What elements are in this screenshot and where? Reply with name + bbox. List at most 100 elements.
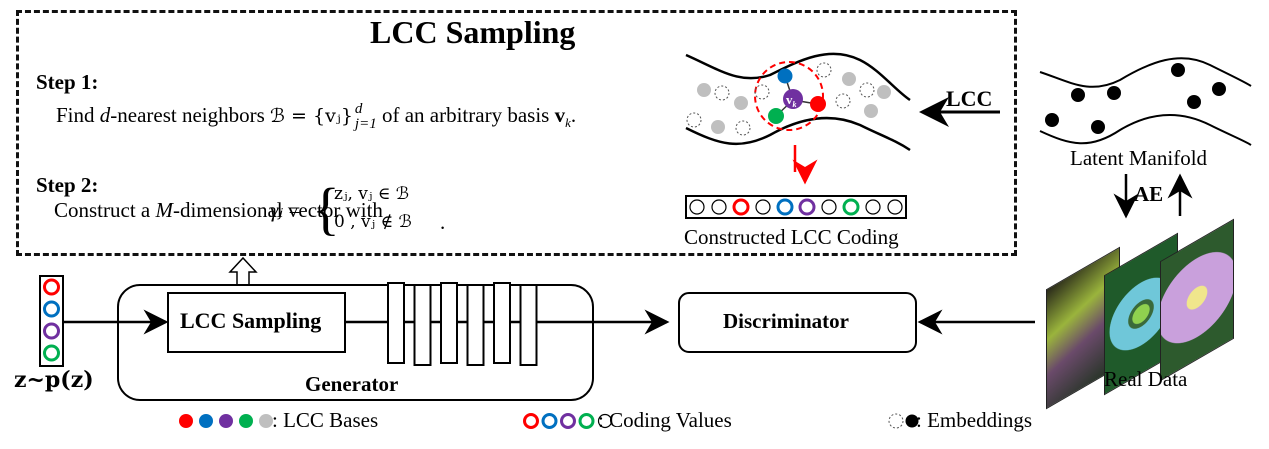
step2-gamma: γⱼ = bbox=[270, 198, 302, 222]
real-data-label: Real Data bbox=[1104, 367, 1188, 391]
z-slot-green bbox=[43, 344, 60, 362]
coding-vector bbox=[685, 195, 907, 219]
center-basis-vk bbox=[783, 89, 803, 109]
generator-label: Generator bbox=[305, 372, 399, 396]
step1-sub: j=1 bbox=[354, 116, 377, 132]
coding-label: Constructed LCC Coding bbox=[684, 225, 899, 249]
embedding-dot bbox=[1091, 120, 1105, 134]
step1-basis-sub: k bbox=[565, 115, 571, 130]
coding-slot-empty bbox=[887, 199, 903, 215]
legend-basis-green bbox=[239, 414, 253, 428]
blue-basis bbox=[777, 68, 793, 84]
legend-coding-blue bbox=[541, 413, 558, 429]
coding-slot-empty bbox=[865, 199, 881, 215]
z-vector bbox=[39, 275, 64, 367]
hollow-up-arrow bbox=[228, 256, 258, 286]
dashed-embedding bbox=[816, 62, 832, 78]
red-basis bbox=[810, 96, 826, 112]
gray-basis bbox=[864, 104, 878, 118]
dashed-embedding bbox=[714, 85, 730, 101]
step2-pre: Construct a bbox=[54, 198, 156, 222]
lcc-arrow-label: LCC bbox=[946, 86, 993, 111]
generator-layer bbox=[387, 282, 405, 364]
discriminator-frame bbox=[678, 292, 917, 353]
generator-frame bbox=[117, 284, 594, 401]
manifold-lower-edge bbox=[685, 116, 911, 152]
dashed-embedding bbox=[859, 82, 875, 98]
embedding-dot bbox=[1212, 82, 1226, 96]
step2-text: Construct a M-dimensional vector with bbox=[54, 198, 383, 223]
step2-case1: zⱼ, vⱼ ∈ ℬ bbox=[334, 184, 410, 204]
lcc-sampling-block bbox=[167, 292, 346, 353]
latent-manifold-label: Latent Manifold bbox=[1070, 146, 1208, 170]
legend-coding-purple bbox=[560, 413, 576, 429]
legend-embedding-dashed bbox=[888, 413, 904, 429]
neighborhood-circle bbox=[754, 61, 824, 131]
latent-lower-edge bbox=[1039, 114, 1252, 146]
legend-embedding-filled bbox=[905, 414, 919, 428]
legend-coding-green bbox=[578, 413, 595, 429]
z-slot-purple bbox=[43, 322, 60, 340]
step2-var-m: M bbox=[155, 198, 173, 222]
gray-basis bbox=[877, 85, 891, 99]
step1-formula: ℬ = {vⱼ} bbox=[270, 104, 353, 127]
generator-layers bbox=[387, 282, 538, 366]
z-label: z~p(z) bbox=[14, 367, 94, 393]
gray-basis bbox=[711, 120, 725, 134]
sampling-manifold: vk bbox=[685, 52, 911, 152]
legend-lcc-bases: : LCC Bases bbox=[272, 408, 379, 432]
vk-label: vk bbox=[786, 92, 797, 109]
dashed-embedding bbox=[754, 84, 770, 100]
coding-slot-blue bbox=[776, 198, 794, 216]
coding-slot-empty bbox=[821, 199, 837, 215]
discriminator-label: Discriminator bbox=[723, 309, 849, 333]
generator-layer bbox=[413, 284, 432, 366]
step2-case2: 0 , vⱼ ∉ ℬ bbox=[334, 212, 412, 232]
latent-upper-edge bbox=[1039, 57, 1252, 88]
legend-marks bbox=[179, 413, 919, 429]
ae-label: AE bbox=[1134, 182, 1164, 206]
legend-basis-blue bbox=[199, 414, 213, 428]
coding-slot-red bbox=[732, 198, 750, 216]
embedding-dot bbox=[1045, 113, 1059, 127]
coding-slot-green bbox=[842, 198, 860, 216]
legend-basis-purple bbox=[219, 414, 233, 428]
step1-label: Step 1: bbox=[36, 70, 99, 94]
step1-mid: -nearest neighbors bbox=[110, 102, 271, 127]
step1-sup: d bbox=[354, 101, 363, 117]
generator-layer bbox=[440, 282, 458, 364]
legend-coding-values: : Coding Values bbox=[598, 408, 732, 432]
z-slot-blue bbox=[43, 300, 60, 318]
gray-basis bbox=[697, 83, 711, 97]
legend-embeddings: : Embeddings bbox=[916, 408, 1033, 432]
step2-brace: { bbox=[312, 176, 340, 241]
step1-end: . bbox=[570, 102, 577, 127]
coding-slot-empty bbox=[711, 199, 727, 215]
step1-pre: Find bbox=[56, 102, 100, 127]
panel-title: LCC Sampling bbox=[370, 14, 576, 50]
coding-slot-empty bbox=[755, 199, 771, 215]
embedding-dot bbox=[1107, 86, 1121, 100]
step1-basis: v bbox=[554, 102, 566, 127]
step2-mid: -dimensional vector with bbox=[172, 198, 383, 222]
gray-basis bbox=[842, 72, 856, 86]
generator-layer bbox=[493, 282, 511, 364]
dashed-embedding bbox=[835, 93, 851, 109]
coding-slot-purple bbox=[798, 198, 816, 216]
green-basis bbox=[768, 108, 784, 124]
embedding-dot bbox=[1171, 63, 1185, 77]
z-slot-red bbox=[43, 278, 60, 296]
step2-end: . bbox=[440, 210, 446, 234]
embedding-dot bbox=[1187, 95, 1201, 109]
dashed-embedding bbox=[735, 120, 751, 136]
legend-basis-red bbox=[179, 414, 193, 428]
step1-var-d: d bbox=[99, 102, 111, 127]
legend-basis-gray bbox=[259, 414, 273, 428]
step2-label: Step 2: bbox=[36, 173, 99, 197]
latent-manifold bbox=[1039, 57, 1252, 146]
gray-basis bbox=[734, 96, 748, 110]
legend-coding-black bbox=[597, 413, 613, 429]
embedding-dot bbox=[1071, 88, 1085, 102]
